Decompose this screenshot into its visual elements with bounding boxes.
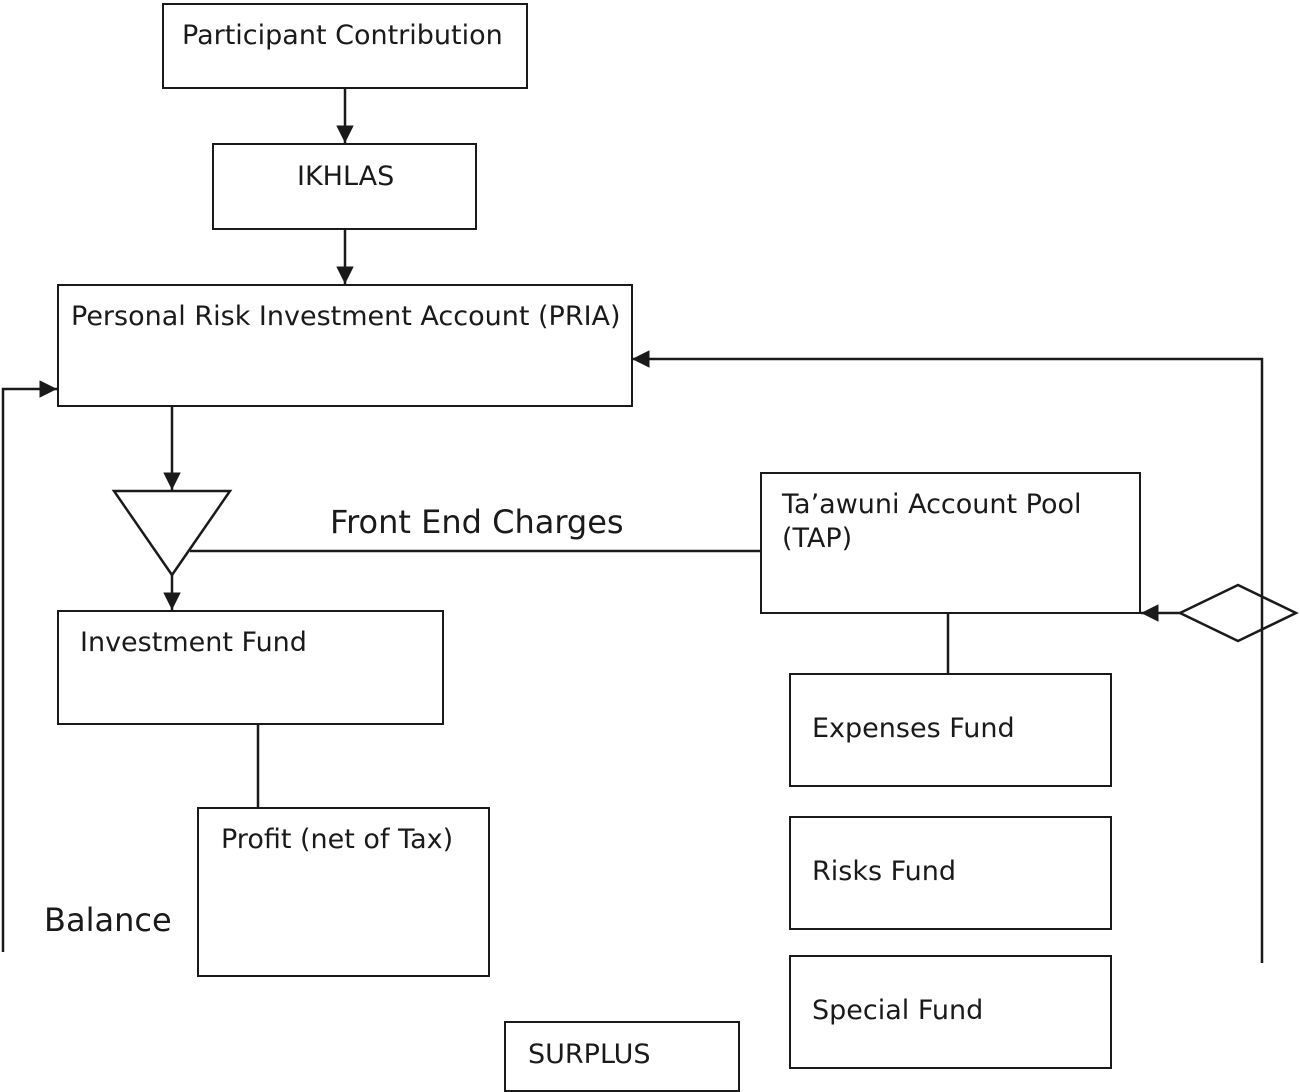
ikhlas-box	[212, 143, 477, 230]
decision-diamond	[1177, 583, 1299, 643]
surplus-box	[504, 1021, 740, 1092]
special-fund-box	[789, 955, 1112, 1069]
splitter-triangle	[111, 489, 233, 578]
participant-contribution-box	[162, 3, 528, 89]
surplus-label: SURPLUS	[528, 1039, 651, 1070]
tap-label: Ta’awuni Account Pool (TAP)	[782, 489, 1082, 554]
investment-fund-box	[57, 610, 444, 725]
participant-contribution-label: Participant Contribution	[182, 20, 503, 51]
investment-fund-label: Investment Fund	[80, 627, 307, 658]
risks-fund-box	[789, 816, 1112, 930]
pria-box	[57, 284, 633, 407]
pria-label: Personal Risk Investment Account (PRIA)	[71, 301, 621, 332]
tap-box	[760, 472, 1141, 614]
risks-fund-label: Risks Fund	[812, 856, 957, 887]
arrow-right-loop-to-pria	[632, 350, 1264, 963]
profit-label: Profit (net of Tax)	[221, 824, 454, 855]
expenses-fund-label: Expenses Fund	[812, 713, 1015, 744]
ikhlas-label: IKHLAS	[297, 161, 395, 192]
front-end-charges-label: Front End Charges	[330, 503, 624, 541]
special-fund-label: Special Fund	[812, 995, 984, 1026]
balance-label: Balance	[44, 901, 172, 939]
expenses-fund-box	[789, 673, 1112, 787]
profit-box	[197, 807, 490, 977]
arrow-balance-to-pria	[1, 380, 57, 952]
